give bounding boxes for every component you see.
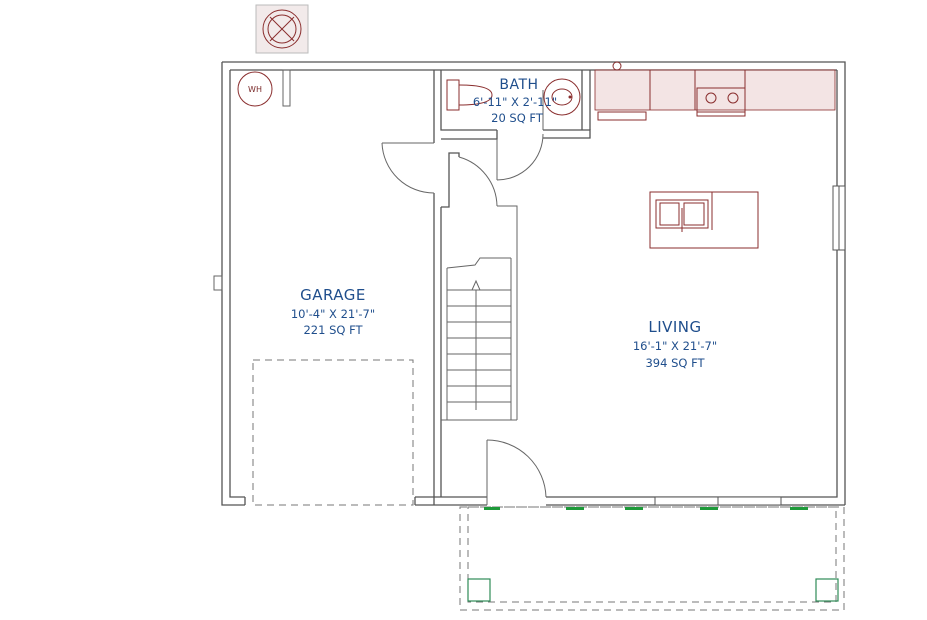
garage-name: GARAGE: [300, 286, 366, 304]
vent-fan-icon: [255, 4, 309, 54]
bath-dimensions: 6'-11" X 2'-11": [473, 95, 557, 109]
garage-dimensions: 10'-4" X 21'-7": [291, 307, 375, 321]
garage-area: 221 SQ FT: [303, 323, 363, 337]
living-area: 394 SQ FT: [645, 356, 705, 370]
garage-entry-door: [381, 142, 435, 194]
living-dimensions: 16'-1" X 21'-7": [633, 339, 717, 353]
window-bottom: [654, 496, 782, 506]
room-label-living: LIVING 16'-1" X 21'-7" 394 SQ FT: [633, 318, 717, 370]
exterior-walls: [221, 61, 846, 506]
bath-door: [496, 90, 544, 181]
water-heater: WH: [237, 71, 273, 107]
kitchen-counter: [594, 61, 836, 121]
front-entry-door: [486, 439, 547, 505]
cooktop-icon: [696, 87, 746, 117]
bath-toilet: [446, 79, 493, 111]
staircase: [441, 257, 517, 421]
stair-door: [458, 156, 518, 420]
interior-wall-garage: [433, 70, 591, 505]
front-porch: [459, 506, 845, 611]
bath-name: BATH: [499, 77, 538, 93]
room-label-garage: GARAGE 10'-4" X 21'-7" 221 SQ FT: [291, 286, 375, 337]
kitchen-island: [649, 191, 759, 249]
window-right: [832, 185, 846, 251]
living-name: LIVING: [648, 318, 701, 336]
water-heater-label: WH: [248, 85, 262, 94]
bath-area: 20 SQ FT: [491, 111, 544, 125]
bath-sink: [543, 78, 581, 116]
garage-inner-jamb: [282, 69, 291, 107]
garage-side-outlet: [213, 275, 223, 291]
garage-overhead-door: [244, 359, 416, 506]
room-label-bath: BATH 6'-11" X 2'-11" 20 SQ FT: [473, 77, 557, 125]
